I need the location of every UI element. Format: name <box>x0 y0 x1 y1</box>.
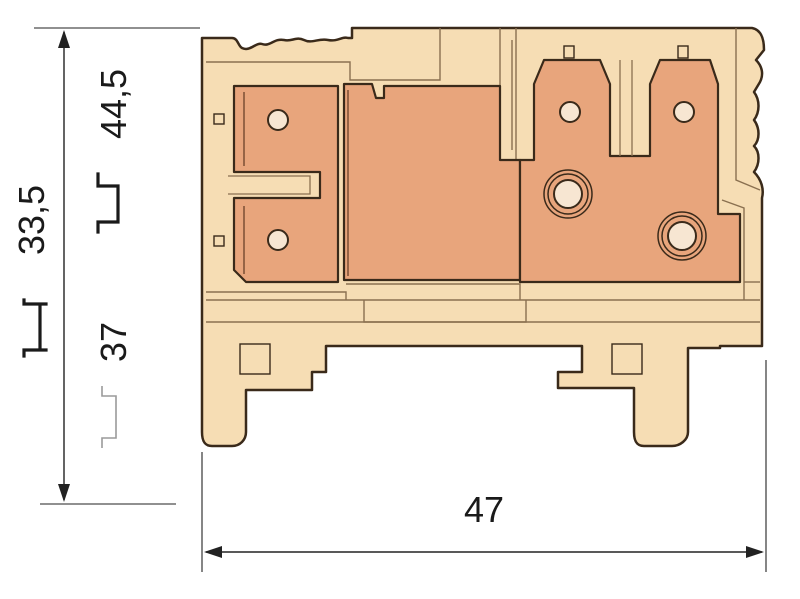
foot-window-right <box>611 343 643 375</box>
arrow-right-icon <box>746 546 764 558</box>
ts35-rail-icon <box>22 298 48 358</box>
left-contact <box>213 84 340 284</box>
ts32-rail-icon <box>96 172 120 234</box>
screw-hole <box>559 101 581 123</box>
width-dimension: 47 <box>201 360 767 572</box>
height-label-33-5: 33,5 <box>11 185 52 255</box>
stud <box>667 221 697 251</box>
stud <box>553 179 583 209</box>
screw-hole <box>267 229 289 251</box>
height-label-44-5: 44,5 <box>93 69 134 139</box>
foot-window-left <box>239 343 271 375</box>
stud-ring <box>657 211 707 261</box>
arrow-left-icon <box>204 546 222 558</box>
width-label: 47 <box>464 489 504 530</box>
stud-ring <box>543 169 593 219</box>
height-label-37: 37 <box>93 322 134 362</box>
center-contact <box>342 82 522 282</box>
arrow-up-icon <box>58 30 70 48</box>
right-contact <box>518 45 742 284</box>
height-dimension <box>34 27 200 505</box>
screw-hole <box>267 109 289 131</box>
screw-hole <box>673 101 695 123</box>
ts15-rail-icon <box>101 386 117 448</box>
arrow-down-icon <box>58 484 70 502</box>
